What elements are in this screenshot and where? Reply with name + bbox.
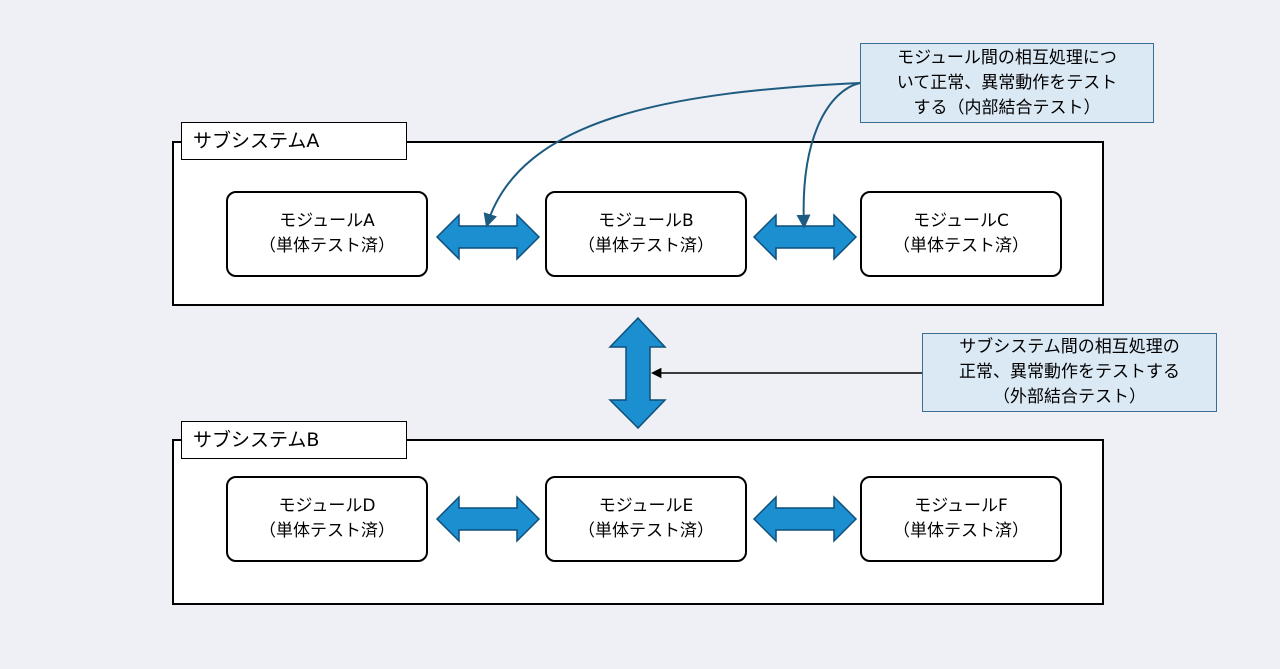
double-arrow-subsystems bbox=[608, 316, 667, 430]
module-e-status: （単体テスト済） bbox=[578, 521, 714, 541]
external-test-note: サブシステム間の相互処理の 正常、異常動作をテストする （外部結合テスト） bbox=[922, 333, 1217, 412]
module-d-name: モジュールD bbox=[278, 496, 376, 516]
external-note-line-3: （外部結合テスト） bbox=[993, 387, 1146, 407]
external-note-line-1: サブシステム間の相互処理の bbox=[959, 337, 1180, 357]
module-a-name: モジュールA bbox=[279, 211, 375, 231]
external-note-line-2: 正常、異常動作をテストする bbox=[959, 362, 1180, 382]
module-e-name: モジュールE bbox=[598, 496, 694, 516]
internal-note-line-1: モジュール間の相互処理につ bbox=[897, 47, 1117, 68]
module-f: モジュールF （単体テスト済） bbox=[860, 476, 1062, 562]
module-c-name: モジュールC bbox=[913, 211, 1009, 231]
module-f-name: モジュールF bbox=[914, 496, 1008, 516]
module-d-status: （単体テスト済） bbox=[259, 521, 395, 541]
internal-test-note: モジュール間の相互処理につ いて正常、異常動作をテスト する（内部結合テスト） bbox=[860, 43, 1154, 123]
module-a-status: （単体テスト済） bbox=[259, 236, 395, 256]
module-a: モジュールA （単体テスト済） bbox=[226, 191, 428, 277]
module-c: モジュールC （単体テスト済） bbox=[860, 191, 1062, 277]
subsystem-a-label: サブシステムA bbox=[181, 122, 407, 160]
module-b-name: モジュールB bbox=[598, 211, 694, 231]
internal-note-line-3: する（内部結合テスト） bbox=[913, 97, 1101, 118]
subsystem-b-label: サブシステムB bbox=[181, 421, 407, 459]
module-d: モジュールD （単体テスト済） bbox=[226, 476, 428, 562]
module-b: モジュールB （単体テスト済） bbox=[545, 191, 747, 277]
module-f-status: （単体テスト済） bbox=[893, 521, 1029, 541]
module-e: モジュールE （単体テスト済） bbox=[545, 476, 747, 562]
internal-note-line-2: いて正常、異常動作をテスト bbox=[896, 72, 1118, 93]
module-c-status: （単体テスト済） bbox=[893, 236, 1029, 256]
module-b-status: （単体テスト済） bbox=[578, 236, 714, 256]
